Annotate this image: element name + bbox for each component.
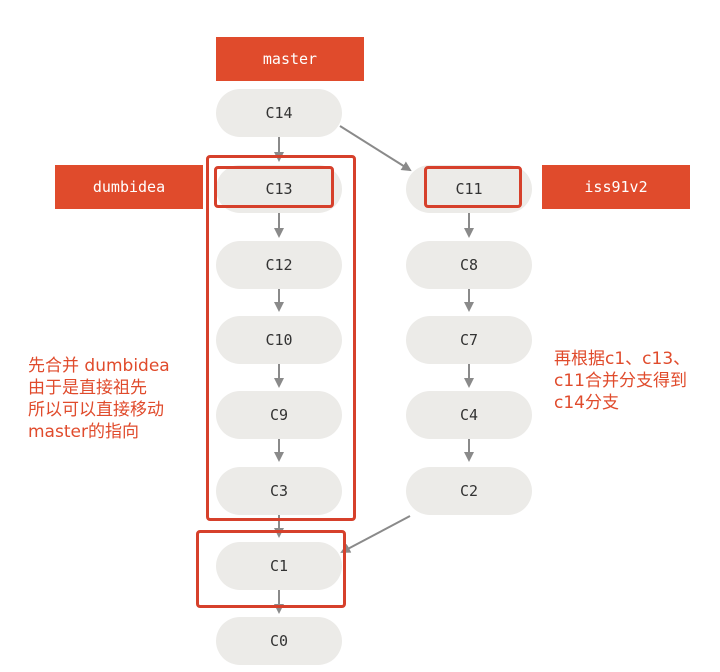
branch-iss91v2: iss91v2 [542, 165, 690, 209]
commit-c4: C4 [406, 391, 532, 439]
branch-dumbidea-label: dumbidea [92, 178, 166, 196]
note-right: 再根据c1、c13、 c11合并分支得到 c14分支 [554, 348, 690, 414]
arrow-c14-c11 [339, 125, 412, 172]
note-left: 先合并 dumbidea 由于是直接祖先 所以可以直接移动 master的指向 [28, 355, 170, 443]
branch-dumbidea: dumbidea [55, 165, 203, 209]
commit-c2: C2 [406, 467, 532, 515]
commit-label: C3 [269, 482, 289, 500]
branch-master-label: master [262, 50, 318, 68]
commit-c9: C9 [216, 391, 342, 439]
commit-c3: C3 [216, 467, 342, 515]
note-left-line: master的指向 [28, 422, 139, 442]
note-right-line: c14分支 [554, 393, 619, 413]
commit-c12: C12 [216, 241, 342, 289]
commit-label: C4 [459, 406, 479, 424]
commit-c7: C7 [406, 316, 532, 364]
commit-c14: C14 [216, 89, 342, 137]
commit-label: C12 [265, 256, 293, 274]
note-left-line: 先合并 dumbidea [28, 356, 170, 376]
commit-c0: C0 [216, 617, 342, 665]
commit-label: C7 [459, 331, 479, 349]
commit-label: C0 [269, 632, 289, 650]
commit-label: C9 [269, 406, 289, 424]
commit-label: C11 [455, 180, 483, 198]
commit-label: C13 [265, 180, 293, 198]
commit-label: C1 [269, 557, 289, 575]
arrow-c2-c1 [340, 515, 411, 553]
highlight-c13 [214, 166, 334, 208]
highlight-c11 [424, 166, 522, 208]
commit-c1: C1 [216, 542, 342, 590]
note-right-line: c11合并分支得到 [554, 371, 687, 391]
commit-c8: C8 [406, 241, 532, 289]
commit-label: C8 [459, 256, 479, 274]
note-left-line: 所以可以直接移动 [28, 400, 164, 420]
note-right-line: 再根据c1、c13、 [554, 349, 691, 369]
commit-label: C2 [459, 482, 479, 500]
highlight-c1 [196, 530, 346, 608]
branch-master: master [216, 37, 364, 81]
branch-iss91v2-label: iss91v2 [584, 178, 648, 196]
commit-label: C10 [265, 331, 293, 349]
note-left-line: 由于是直接祖先 [28, 378, 147, 398]
highlight-dumbidea-range [206, 155, 356, 521]
commit-c10: C10 [216, 316, 342, 364]
commit-label: C14 [265, 104, 293, 122]
